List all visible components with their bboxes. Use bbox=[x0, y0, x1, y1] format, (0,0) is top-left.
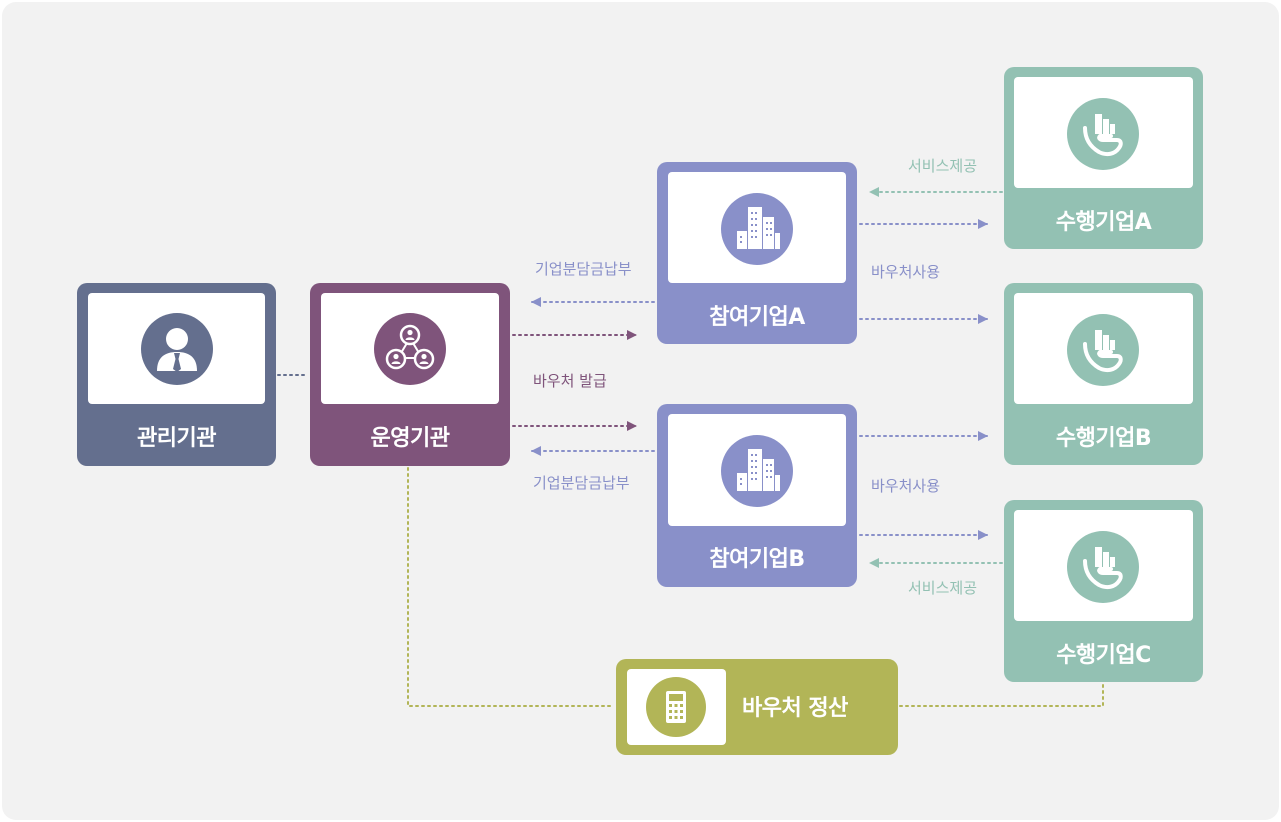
node-provider-b-label: 수행기업B bbox=[1055, 426, 1152, 451]
node-participant-a-label: 참여기업A bbox=[709, 305, 805, 330]
hand-building-icon bbox=[1067, 314, 1139, 386]
edge-label-service-c: 서비스제공 bbox=[908, 579, 978, 597]
node-participant-a: 참여기업A bbox=[657, 162, 857, 344]
edge-label-voucher-use-b: 바우처사용 bbox=[871, 477, 941, 495]
building-icon bbox=[721, 435, 793, 507]
building-icon bbox=[721, 193, 793, 265]
node-participant-b: 참여기업B bbox=[657, 404, 857, 587]
node-provider-a: 수행기업A bbox=[1004, 67, 1203, 249]
node-operator-label: 운영기관 bbox=[370, 426, 450, 451]
node-admin: 관리기관 bbox=[77, 283, 276, 466]
node-admin-label: 관리기관 bbox=[137, 426, 216, 451]
network-icon bbox=[374, 313, 446, 385]
edge-label-voucher-issue: 바우처 발급 bbox=[533, 372, 607, 390]
person-icon bbox=[141, 313, 213, 385]
node-operator: 운영기관 bbox=[310, 283, 510, 466]
edge-label-payment-a: 기업분담금납부 bbox=[535, 260, 632, 278]
edge-label-voucher-use-a: 바우처사용 bbox=[871, 263, 941, 281]
node-provider-a-label: 수행기업A bbox=[1055, 210, 1152, 235]
node-settlement-label: 바우처 정산 bbox=[742, 696, 848, 721]
calculator-icon bbox=[646, 677, 706, 737]
edge-provider-c-settlement bbox=[899, 684, 1104, 707]
edge-label-service-a: 서비스제공 bbox=[908, 157, 978, 175]
edge-operator-settlement bbox=[407, 467, 615, 707]
node-participant-b-label: 참여기업B bbox=[709, 547, 805, 572]
edge-label-payment-b: 기업분담금납부 bbox=[533, 474, 630, 492]
node-provider-c-label: 수행기업C bbox=[1056, 643, 1151, 668]
node-settlement: 바우처 정산 bbox=[616, 659, 898, 755]
hand-building-icon bbox=[1067, 531, 1139, 603]
node-provider-b: 수행기업B bbox=[1004, 283, 1203, 465]
node-provider-c: 수행기업C bbox=[1004, 500, 1203, 682]
hand-building-icon bbox=[1067, 98, 1139, 170]
